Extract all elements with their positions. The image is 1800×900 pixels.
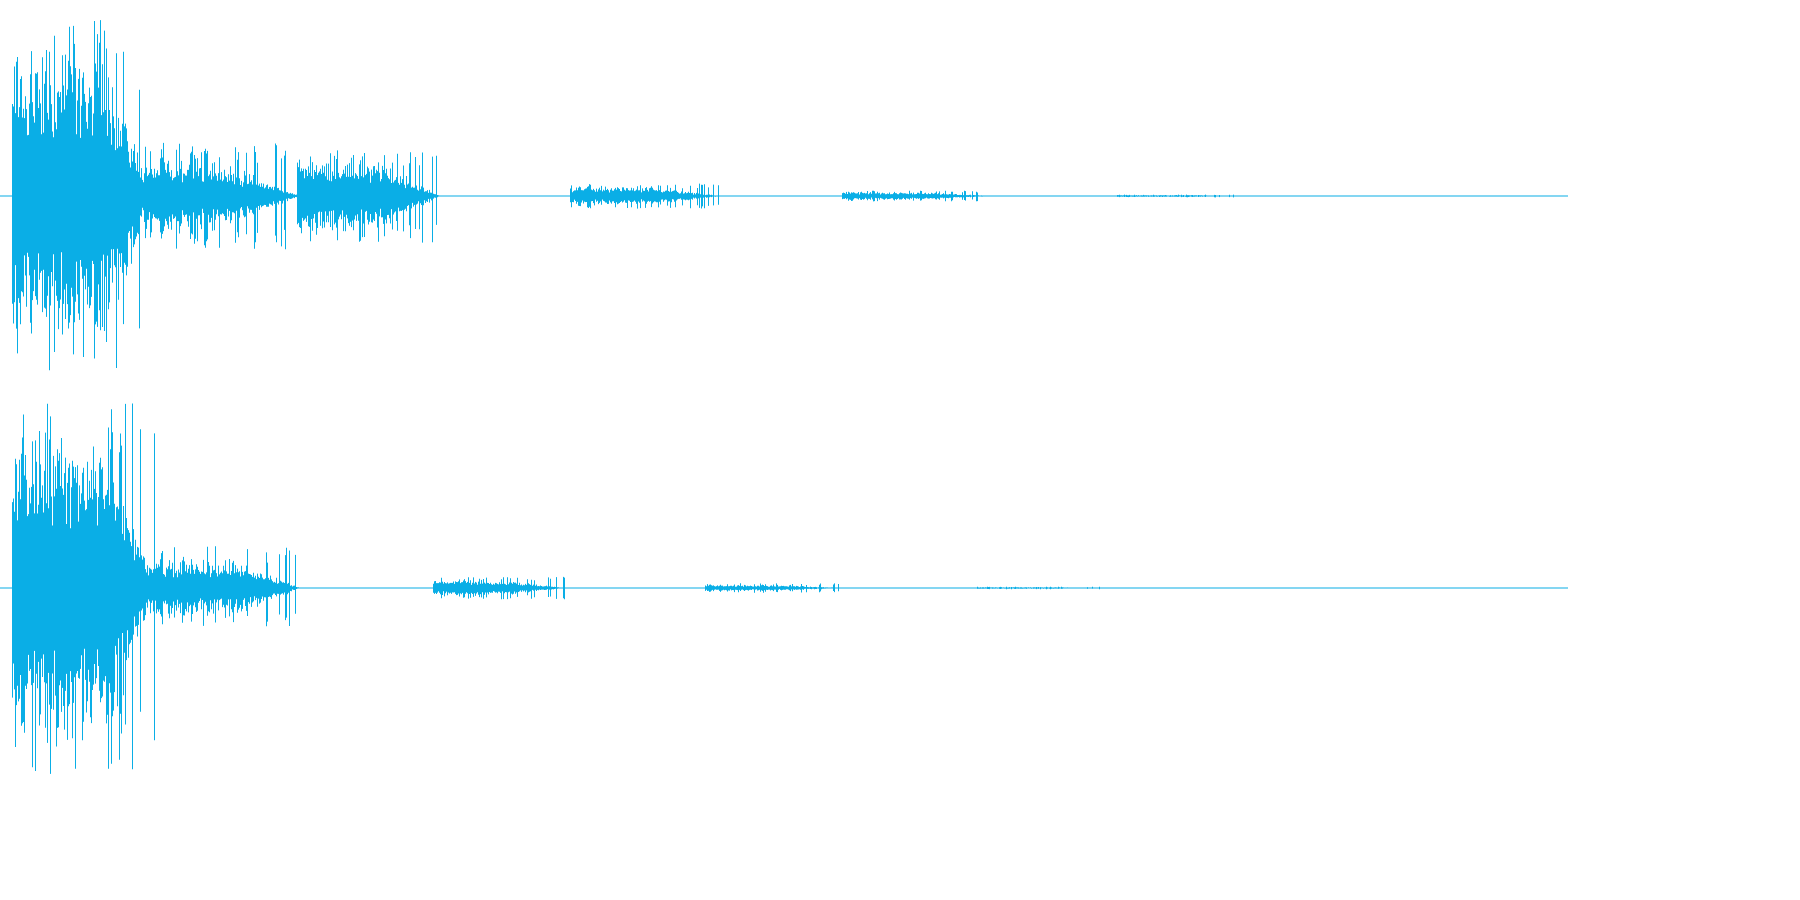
waveform-svg [0,20,1568,774]
channel-1-waveform [0,20,1568,371]
channel-2-waveform [0,403,1568,774]
channel-2-envelope [12,403,1100,774]
waveform-view[interactable] [0,0,1568,780]
channel-1-envelope [12,20,1239,371]
